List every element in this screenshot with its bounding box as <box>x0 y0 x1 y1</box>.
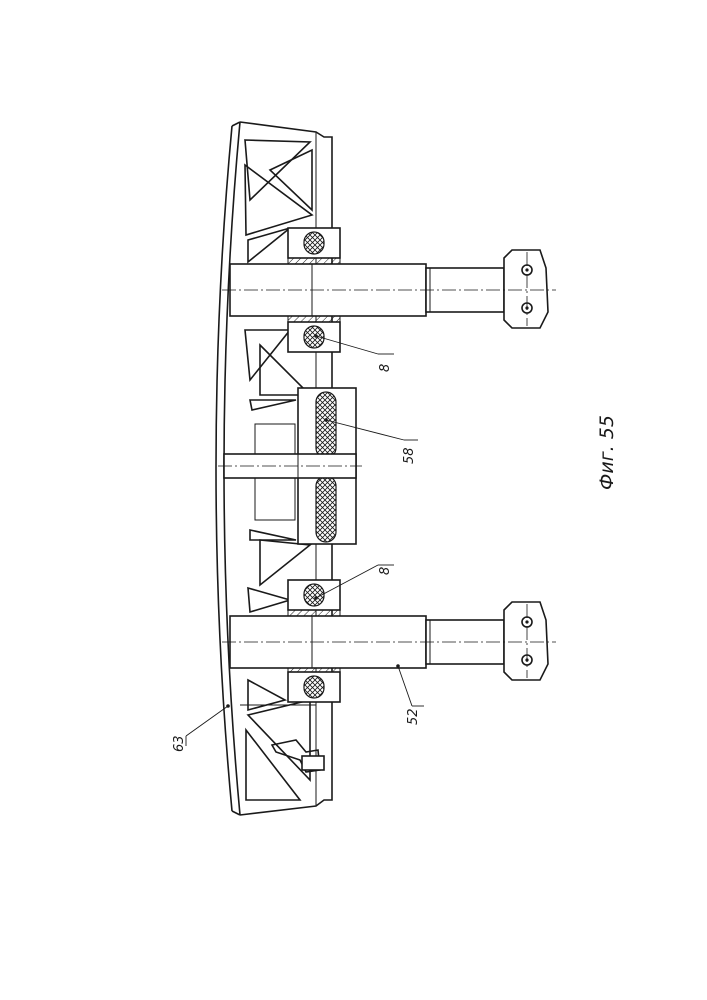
center-hub-assembly <box>218 388 362 544</box>
figure-caption: Фиг. 55 <box>596 415 618 490</box>
ref-label-63: 63 <box>172 735 187 752</box>
ref-label-8-bottom: 8 <box>378 567 393 575</box>
ref-label-58: 58 <box>402 447 417 464</box>
label-63: 63 <box>172 704 230 752</box>
label-52: 52 <box>396 664 424 725</box>
upper-shaft-assembly <box>222 228 556 352</box>
ref-label-8-top: 8 <box>378 364 393 372</box>
ref-label-52: 52 <box>406 708 421 725</box>
lower-shaft-assembly <box>222 580 556 702</box>
